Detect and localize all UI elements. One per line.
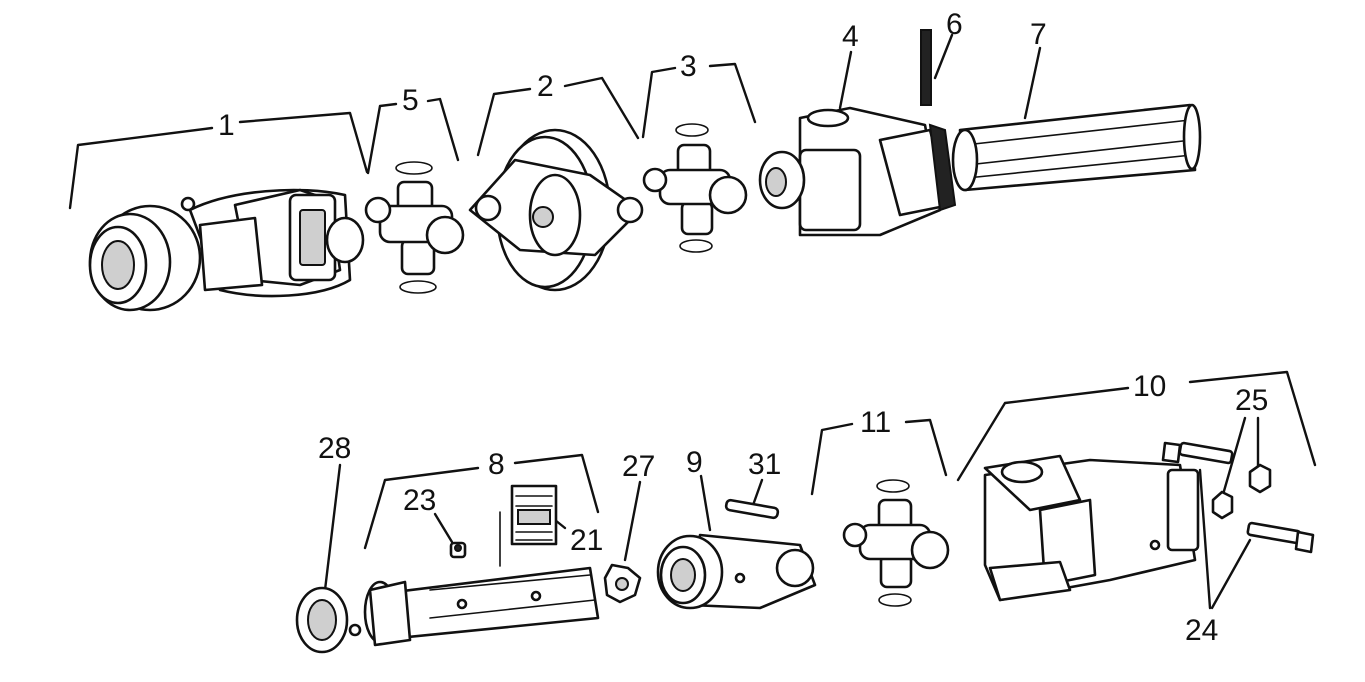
part-7-inner-profile-tube	[951, 103, 1202, 192]
part-8-outer-profile-tube	[363, 566, 600, 647]
callout-23: 23	[403, 484, 436, 517]
part-10-outer-yoke	[983, 454, 1200, 602]
callout-27: 27	[622, 450, 655, 483]
callout-5: 5	[402, 84, 419, 117]
part-5-cross-journal	[364, 161, 465, 294]
callout-9: 9	[686, 446, 703, 479]
part-21-warning-labels	[499, 484, 558, 567]
callout-7: 7	[1030, 18, 1047, 51]
part-28-bearing-ring	[295, 586, 362, 654]
callout-1: 1	[218, 109, 235, 142]
part-1-shielded-yoke	[88, 188, 365, 312]
part-23-grease-nipple	[449, 541, 467, 559]
callout-3: 3	[680, 50, 697, 83]
callout-labels: 1 2 3 4 5 6 7 8 9 10 11 21 23 24 25 27 2…	[218, 8, 1268, 647]
part-11-cross-journal	[842, 479, 950, 607]
part-31-roll-pin	[724, 498, 780, 520]
leader-lines	[68, 33, 1317, 610]
callout-2: 2	[537, 70, 554, 103]
part-27-star-coupling	[603, 563, 642, 604]
callout-8: 8	[488, 448, 505, 481]
part-2-flange-yoke	[468, 128, 644, 292]
callout-28: 28	[318, 432, 351, 465]
callout-25: 25	[1235, 384, 1268, 417]
callout-4: 4	[842, 20, 859, 53]
callout-11: 11	[860, 406, 891, 439]
callout-31: 31	[748, 448, 781, 481]
part-3-cross-journal	[642, 123, 748, 253]
part-4-inner-yoke	[758, 106, 957, 237]
callout-10: 10	[1133, 370, 1166, 403]
part-6-spring-pin	[920, 29, 932, 106]
part-25-nuts	[1211, 463, 1272, 520]
part-9-inner-yoke	[656, 533, 817, 610]
callout-24: 24	[1185, 614, 1218, 647]
part-24-bolts	[1161, 441, 1315, 554]
callout-6: 6	[946, 8, 963, 41]
callout-21: 21	[570, 524, 603, 557]
